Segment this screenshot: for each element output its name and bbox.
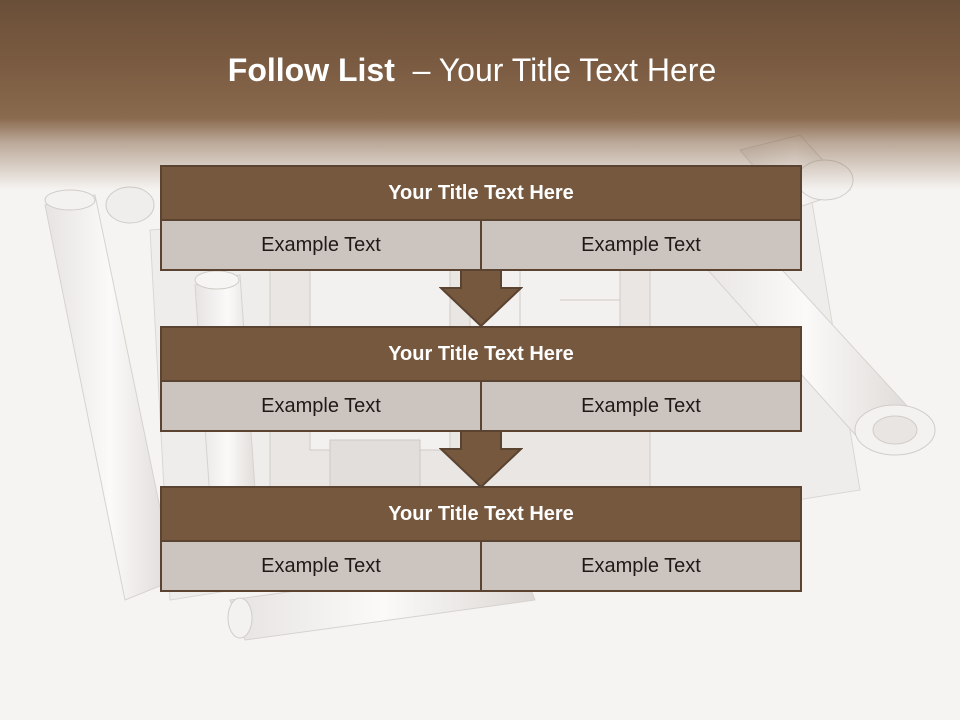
block-title: Your Title Text Here xyxy=(160,326,802,382)
block-title: Your Title Text Here xyxy=(160,486,802,542)
down-arrow-icon xyxy=(439,270,523,328)
block-cell-right: Example Text xyxy=(482,221,802,271)
page-title: Follow List – Your Title Text Here xyxy=(0,52,944,89)
page-title-rest: – Your Title Text Here xyxy=(394,52,717,88)
down-arrow-icon xyxy=(439,431,523,489)
list-block-1: Your Title Text Here Example Text Exampl… xyxy=(160,165,802,271)
block-row: Example Text Example Text xyxy=(160,221,802,271)
block-title: Your Title Text Here xyxy=(160,165,802,221)
list-block-3: Your Title Text Here Example Text Exampl… xyxy=(160,486,802,592)
list-block-2: Your Title Text Here Example Text Exampl… xyxy=(160,326,802,432)
block-cell-left: Example Text xyxy=(160,382,482,432)
block-cell-right: Example Text xyxy=(482,542,802,592)
page-title-bold: Follow List xyxy=(227,52,395,88)
block-row: Example Text Example Text xyxy=(160,542,802,592)
block-cell-left: Example Text xyxy=(160,542,482,592)
block-cell-left: Example Text xyxy=(160,221,482,271)
header-band xyxy=(0,0,960,190)
block-row: Example Text Example Text xyxy=(160,382,802,432)
block-cell-right: Example Text xyxy=(482,382,802,432)
